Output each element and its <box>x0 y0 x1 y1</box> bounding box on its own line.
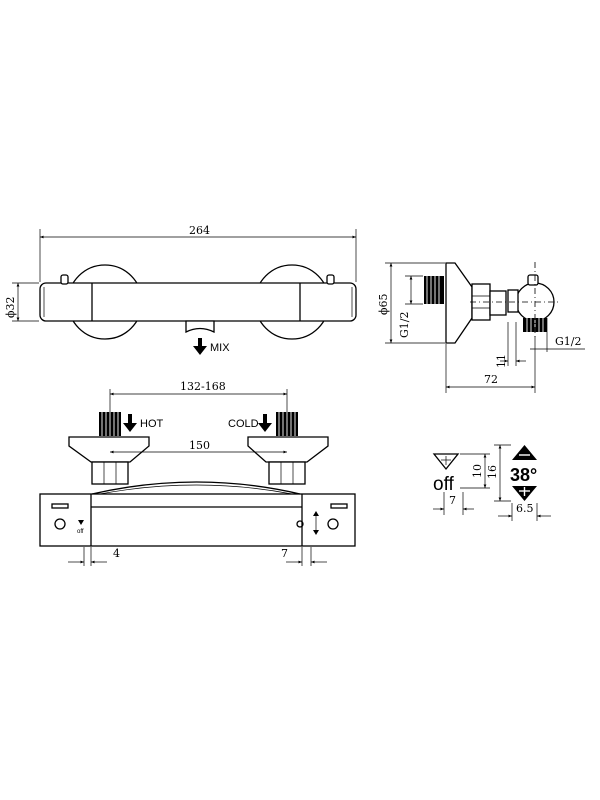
off-height-label: 10 <box>471 464 484 478</box>
body-diameter-label: ϕ32 <box>4 297 17 319</box>
off-stop-dot <box>54 518 66 530</box>
front-view: MIX 264 ϕ32 <box>4 224 357 355</box>
hot-eccentric-fitting <box>68 436 150 463</box>
temp-adjust-icon <box>313 511 319 535</box>
depth-dimension-label: 72 <box>484 373 498 386</box>
center-distance-label: 132-168 <box>180 380 226 393</box>
off-width-label: 7 <box>449 494 456 507</box>
detail-view: off 10 7 38° 16 6.5 <box>432 444 551 521</box>
temp-width-label: 6.5 <box>516 502 534 515</box>
temp-height-label: 16 <box>486 465 499 479</box>
side-flange <box>445 262 473 344</box>
cold-eccentric-fitting <box>247 436 329 463</box>
plan-view: 132-168 HOT COLD 150 <box>39 380 356 566</box>
right-gap-label: 7 <box>281 547 288 560</box>
inlet-thread-label: G1/2 <box>398 312 411 339</box>
temp-up-triangle-icon <box>512 445 537 460</box>
small-off-label: off <box>77 529 84 535</box>
outlet-thread-label: G1/2 <box>555 335 582 348</box>
mix-arrow-icon <box>193 338 207 355</box>
left-gap-label: 4 <box>113 547 120 560</box>
flange-diameter-label: ϕ65 <box>377 294 390 316</box>
plan-valve-body <box>39 493 356 547</box>
offset-dimension-label: 11 <box>495 354 508 368</box>
hot-label: HOT <box>140 418 164 430</box>
valve-body <box>39 282 357 322</box>
fitting-distance-label: 150 <box>189 439 210 452</box>
cold-label: COLD <box>228 418 259 430</box>
temp-label: 38° <box>510 465 537 485</box>
length-dimension-label: 264 <box>189 224 210 237</box>
off-label: off <box>433 474 455 495</box>
mix-label: MIX <box>210 342 230 354</box>
side-view: ϕ65 G1/2 G1/2 11 72 <box>377 262 585 393</box>
hot-arrow-icon <box>123 414 137 432</box>
cold-arrow-icon <box>258 414 272 432</box>
